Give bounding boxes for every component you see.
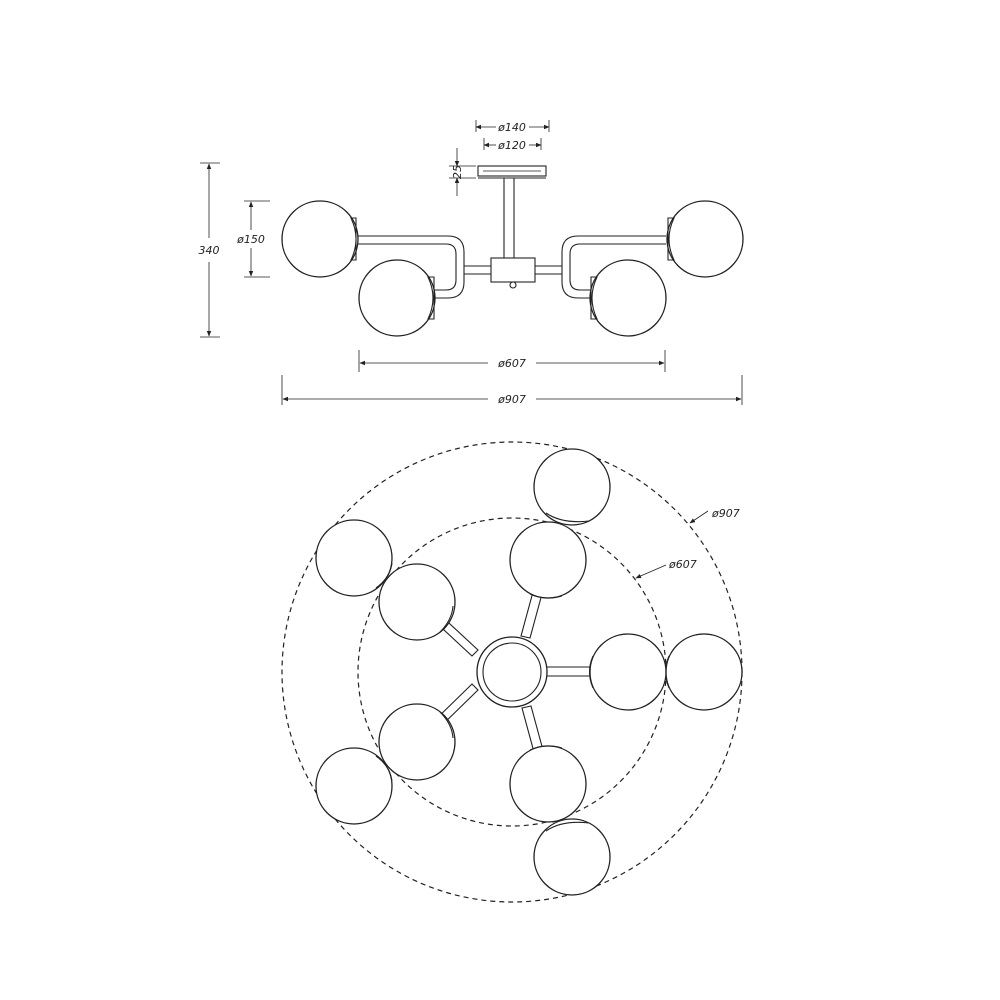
dimension-total-height: 340 — [199, 162, 220, 338]
stem — [503, 178, 515, 258]
plan-globe-outer-bottom — [533, 818, 611, 896]
plan-globe-outer-right — [665, 633, 743, 711]
dimension-canopy-inner: ø120 — [483, 138, 542, 152]
plan-globe-inner-top — [509, 521, 587, 599]
leader-outer-circle: ø907 — [689, 507, 740, 524]
dimension-canopy-height: 25 — [449, 148, 476, 196]
center-hub — [464, 257, 562, 289]
leader-inner-circle: ø607 — [635, 558, 697, 579]
label-plan-outer: ø907 — [711, 507, 740, 520]
plan-globe-inner-bottom — [509, 745, 587, 823]
globe-right-outer — [666, 200, 744, 278]
plan-center-hub — [476, 636, 548, 708]
plan-globe-outer-upper-left — [315, 519, 393, 597]
label-canopy-inner: ø120 — [497, 139, 526, 152]
label-inner-span: ø607 — [497, 357, 526, 370]
dimension-canopy-outer: ø140 — [475, 120, 550, 134]
canopy — [477, 165, 547, 179]
label-outer-span: ø907 — [497, 393, 526, 406]
dimension-inner-span: ø607 — [358, 350, 666, 372]
globe-right-inner — [589, 259, 667, 337]
label-canopy-outer: ø140 — [497, 121, 526, 134]
label-total-height: 340 — [199, 244, 220, 257]
plan-globe-outer-lower-left — [315, 747, 393, 825]
label-canopy-height: 25 — [451, 165, 464, 179]
dimension-outer-span: ø907 — [281, 375, 743, 406]
plan-globe-inner-right — [589, 633, 667, 711]
side-elevation-view: ø140 ø120 25 340 — [199, 120, 744, 406]
left-arms — [354, 235, 465, 299]
dimension-globe-diameter: ø150 — [236, 200, 270, 278]
plan-globe-outer-top — [533, 448, 611, 526]
globe-left-inner — [358, 259, 436, 337]
label-plan-inner: ø607 — [668, 558, 697, 571]
right-arms — [561, 235, 666, 299]
plan-globe-inner-upper-left — [378, 563, 456, 641]
plan-view: ø907 ø607 — [281, 441, 743, 903]
label-globe-diameter: ø150 — [236, 233, 265, 246]
plan-globe-inner-lower-left — [378, 703, 456, 781]
globe-left-outer — [281, 200, 359, 278]
